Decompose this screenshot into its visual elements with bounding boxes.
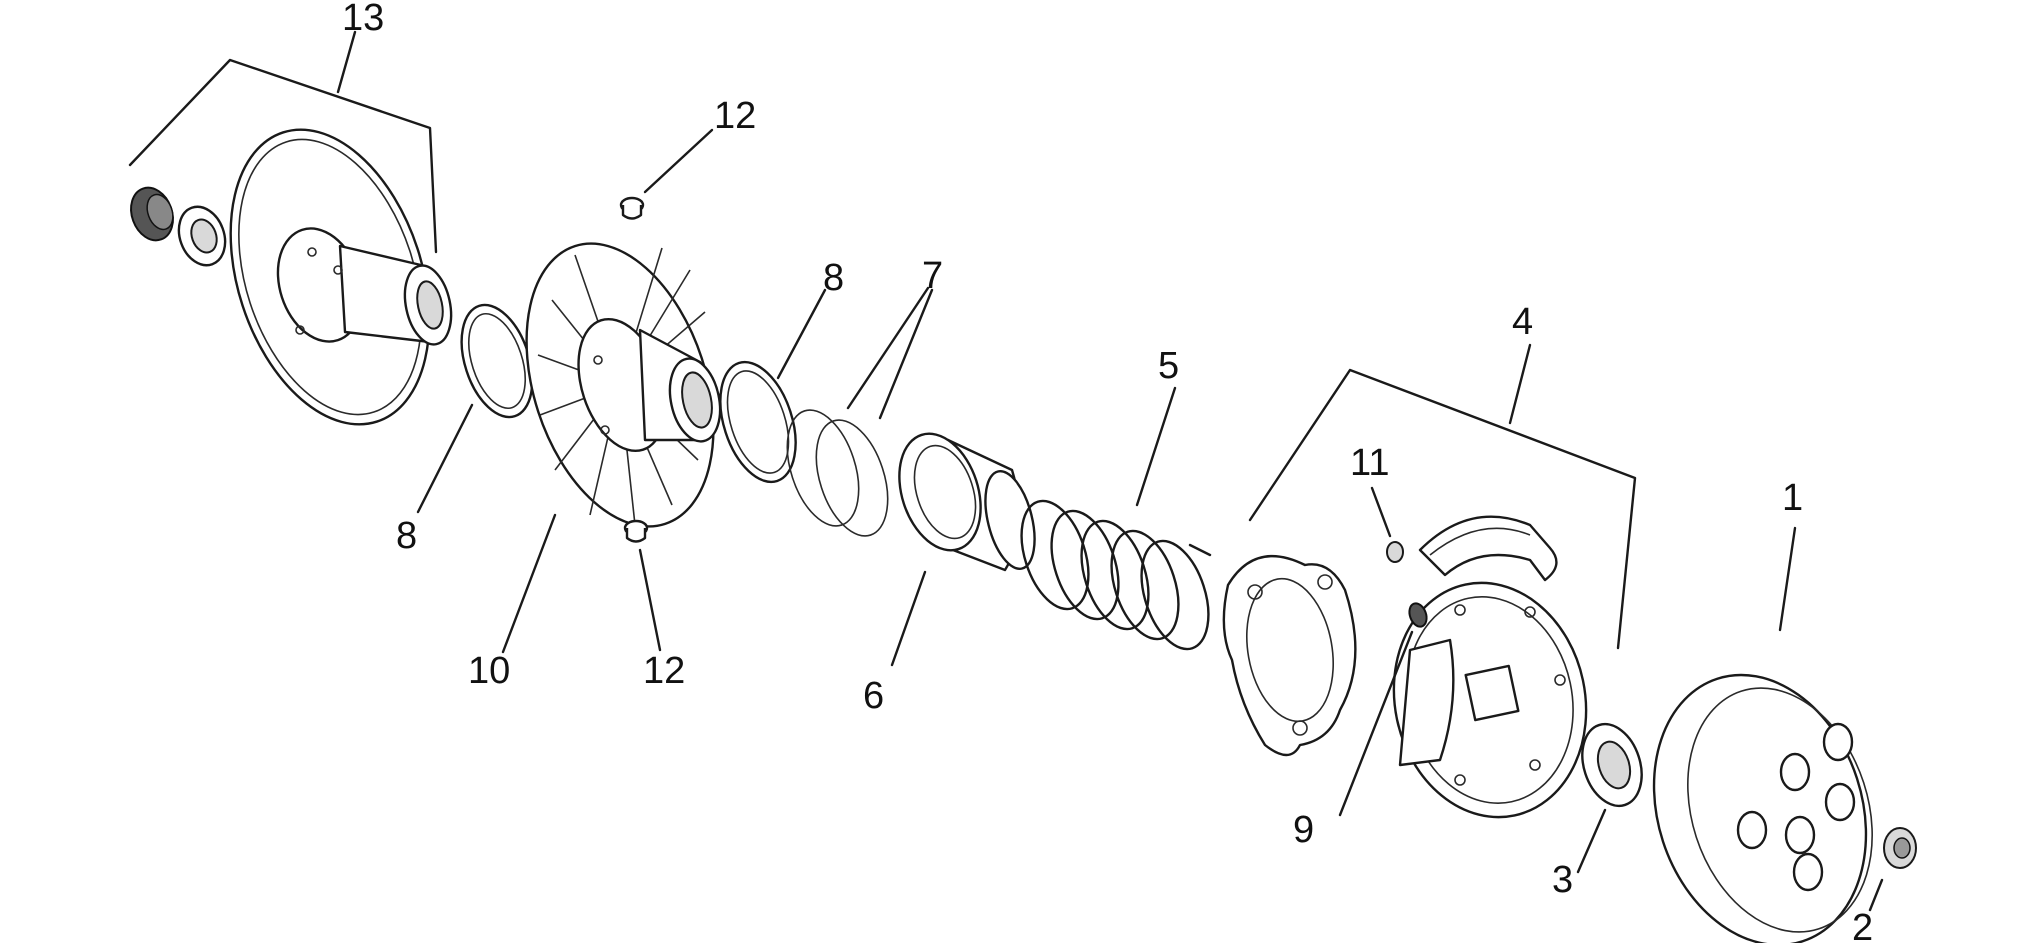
callout-3: 3: [1552, 859, 1573, 901]
callout-7: 7: [922, 255, 943, 297]
part-5-spring: [1020, 499, 1212, 651]
callout-8-left: 8: [396, 515, 417, 557]
callout-8-right: 8: [823, 257, 844, 299]
callout-6: 6: [863, 675, 884, 717]
part-10-spring: [1408, 602, 1428, 628]
callout-12-top: 12: [714, 95, 756, 137]
callout-11: 10: [468, 650, 510, 692]
callout-4: 4: [1512, 301, 1533, 343]
part-12-pin-top: [619, 196, 645, 220]
part-7-snap-rings: [786, 409, 889, 537]
part-3-washer: [1581, 722, 1643, 808]
part-11-movable-pulley: [525, 242, 722, 528]
part-8-oring-right: [719, 360, 797, 484]
part-4-backing-plate: [1222, 555, 1357, 757]
callout-2: 2: [1852, 907, 1873, 943]
part-1-clutch-bell: [1652, 673, 1873, 943]
callout-1: 1: [1782, 477, 1803, 519]
callout-13: 13: [342, 0, 384, 39]
oil-seal: [177, 205, 227, 267]
part-9-nut: [1386, 541, 1404, 563]
callout-12-bottom: 12: [643, 650, 685, 692]
part-4-shoe-carrier: [1392, 581, 1588, 819]
part-6-sleeve: [898, 432, 1036, 572]
callout-10: 9: [1293, 809, 1314, 851]
part-2-nut: [1883, 827, 1917, 869]
part-8-oring-left: [460, 303, 534, 419]
part-12-pin-bottom: [623, 519, 649, 543]
callout-5: 5: [1158, 345, 1179, 387]
callout-9: 11: [1350, 442, 1389, 484]
needle-bearing: [130, 186, 174, 242]
part-4-clutch-shoe: [1418, 515, 1558, 582]
part-13-pulley-assembly: [130, 128, 453, 426]
